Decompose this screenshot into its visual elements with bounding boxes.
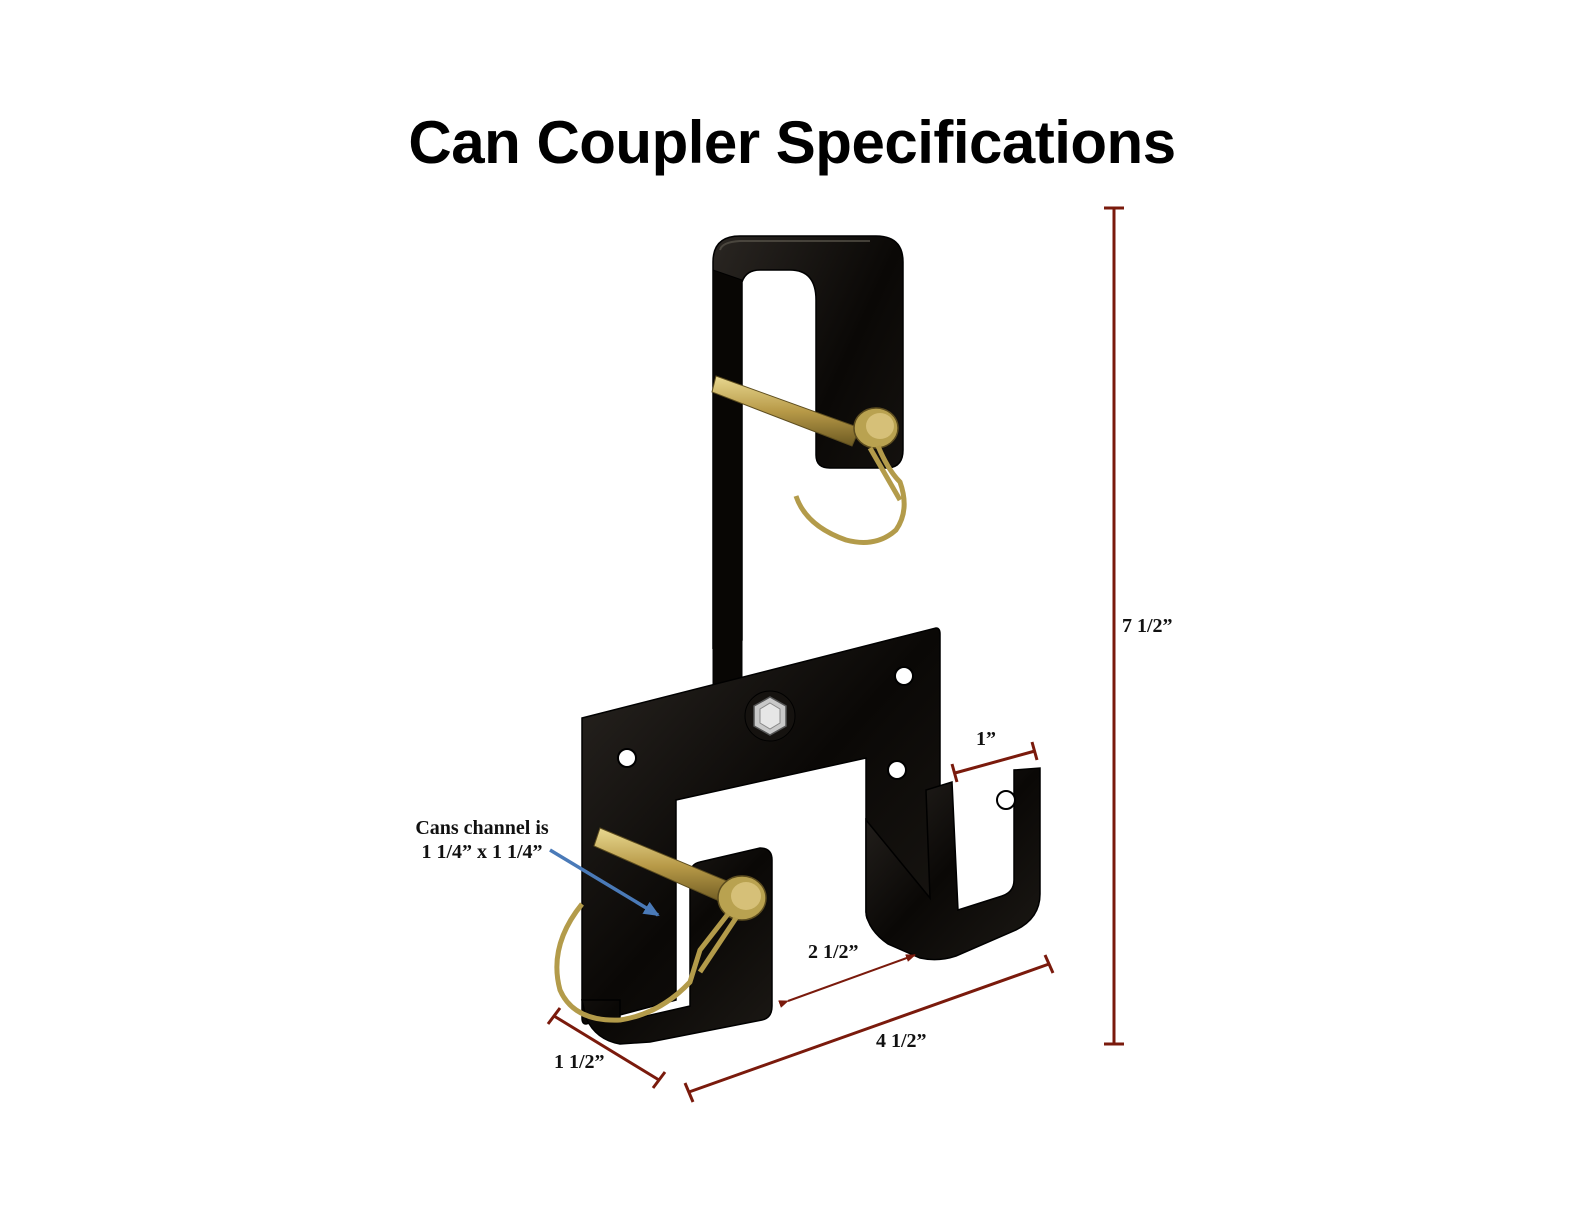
- lower-pin: [554, 827, 767, 1023]
- page-title: Can Coupler Specifications: [408, 109, 1176, 176]
- hex-bolt: [744, 690, 796, 742]
- dimension-length: [683, 954, 1055, 1103]
- channel-note-line1: Cans channel is: [415, 817, 549, 839]
- dimension-depth: [546, 1007, 667, 1089]
- can-coupler-bracket: [554, 235, 1041, 1045]
- vertical-bar: [712, 269, 743, 707]
- top-hook: [712, 235, 904, 649]
- note-arrow: [549, 848, 660, 917]
- plate-hole: [617, 748, 637, 768]
- dimension-hook-width-label: 1”: [976, 728, 996, 750]
- dimension-length-label: 4 1/2”: [876, 1030, 927, 1052]
- plate-hole: [887, 760, 907, 780]
- right-hook: [865, 767, 1041, 961]
- dimension-depth-label: 1 1/2”: [554, 1051, 605, 1073]
- plate-hole: [894, 666, 914, 686]
- dimension-hook-width: [950, 741, 1039, 783]
- dimension-height-label: 7 1/2”: [1122, 615, 1173, 637]
- dimension-height: [1104, 206, 1124, 1046]
- channel-note-line2: 1 1/4” x 1 1/4”: [421, 841, 542, 863]
- hook-hole: [996, 790, 1016, 810]
- dimension-gap: [778, 954, 916, 1008]
- upper-pin: [711, 375, 907, 545]
- dimension-gap-label: 2 1/2”: [808, 941, 859, 963]
